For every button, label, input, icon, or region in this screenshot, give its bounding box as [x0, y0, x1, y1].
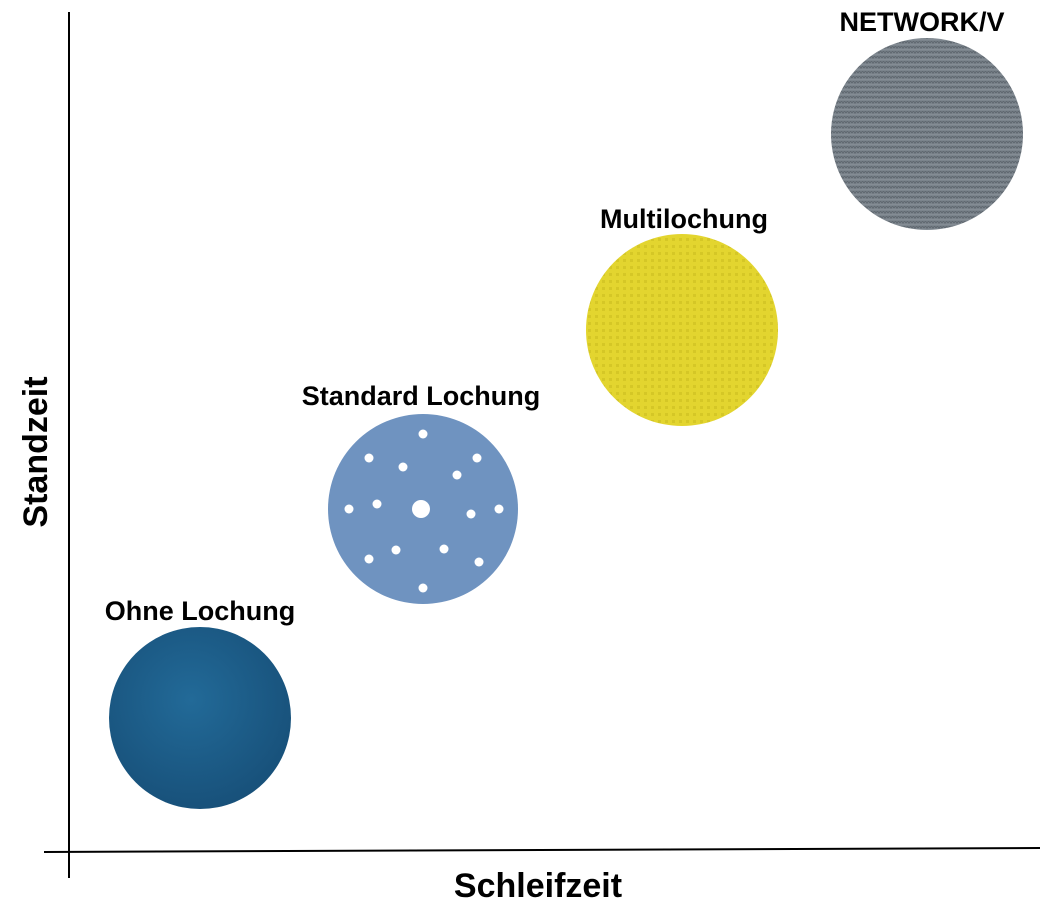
label-network-v: NETWORK/V [840, 7, 1005, 37]
perforation-hole [474, 557, 484, 567]
y-axis-label: Standzeit [17, 376, 55, 527]
x-axis [43, 847, 1041, 853]
perforation-hole [466, 509, 476, 519]
disc-holes [344, 429, 504, 593]
perforation-hole [398, 462, 408, 472]
label-standard-lochung: Standard Lochung [302, 381, 541, 411]
perforation-hole [472, 453, 482, 463]
perforation-hole [452, 470, 462, 480]
perforation-hole [364, 554, 374, 564]
perforation-hole [391, 545, 401, 555]
perforation-hole [439, 544, 449, 554]
perforation-hole [372, 499, 382, 509]
disc-plain [109, 627, 291, 809]
disc-mesh [586, 234, 778, 426]
disc-knit [831, 38, 1023, 230]
perforation-hole [344, 504, 354, 514]
x-axis-label: Schleifzeit [454, 867, 622, 901]
center-hole [412, 500, 430, 518]
disc-ohne-lochung [109, 627, 291, 809]
perforation-hole [494, 504, 504, 514]
label-multilochung: Multilochung [600, 204, 768, 234]
label-ohne-lochung: Ohne Lochung [105, 596, 295, 626]
disc-standard-lochung [328, 414, 518, 604]
disc-network-v [831, 38, 1023, 230]
perforation-hole [418, 583, 428, 593]
disc-multilochung [586, 234, 778, 426]
perforation-hole [418, 429, 428, 439]
perforation-hole [364, 453, 374, 463]
